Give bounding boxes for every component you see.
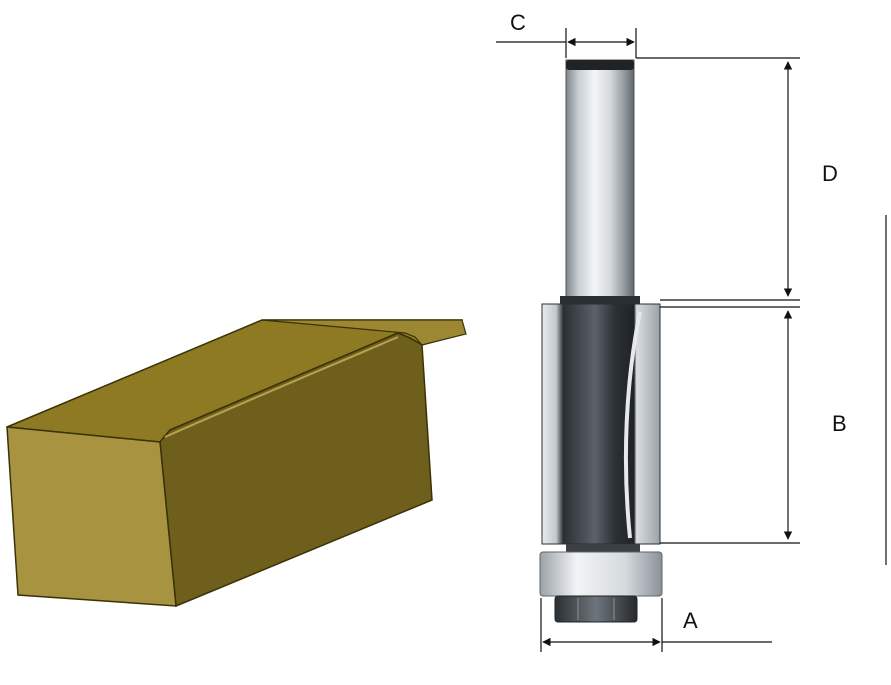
label-d: D — [822, 161, 838, 186]
bit-collar — [560, 296, 640, 304]
bit-bearing — [539, 551, 663, 597]
bit-neck — [566, 544, 640, 552]
label-b: B — [832, 411, 847, 436]
label-c: C — [510, 10, 526, 35]
bit-shank — [565, 59, 635, 301]
bit-flute — [623, 311, 642, 539]
router-bit — [539, 59, 663, 623]
workpiece-front-face — [6, 426, 177, 607]
workpiece-edge-highlight — [164, 336, 399, 438]
label-a: A — [683, 608, 698, 633]
workpiece-profile — [6, 319, 467, 608]
bit-cutter-body — [541, 303, 661, 545]
bit-nut — [554, 595, 638, 623]
shank-top-cap — [566, 60, 634, 70]
dimension-lines — [496, 28, 887, 652]
workpiece-side-face — [159, 332, 433, 608]
